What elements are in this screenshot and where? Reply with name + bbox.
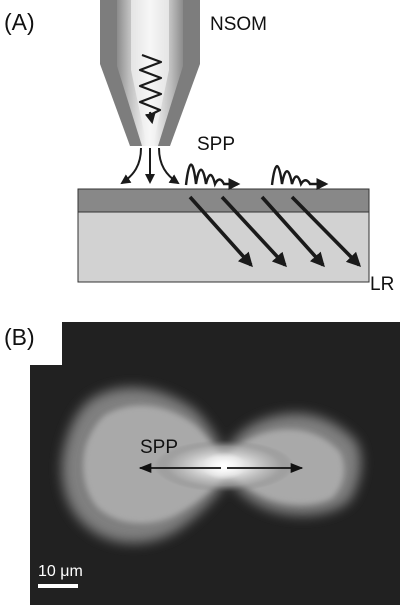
panel-a-label: (A) [4,9,35,35]
nsom-label: NSOM [210,14,267,35]
scale-bar [38,584,78,588]
emission-arrows [120,147,180,185]
tip-wave-squiggle [138,53,163,117]
substrate [77,211,370,283]
spp-emission-image [61,387,362,543]
tip-wave-arrow [144,111,156,125]
panel-b-label: (B) [4,324,35,350]
spp-wave-1 [184,163,241,190]
leakage-arrows [188,195,362,268]
lr-label: LR [370,274,394,295]
spp-wave-2 [270,164,329,190]
spp-label-b: SPP [140,437,178,458]
panel-a: (A) NSOM SPP LR [4,0,394,295]
panel-b: (B) SPP 10 μm [4,322,400,605]
scale-bar-label: 10 μm [38,563,83,580]
spp-label-a: SPP [197,134,235,155]
